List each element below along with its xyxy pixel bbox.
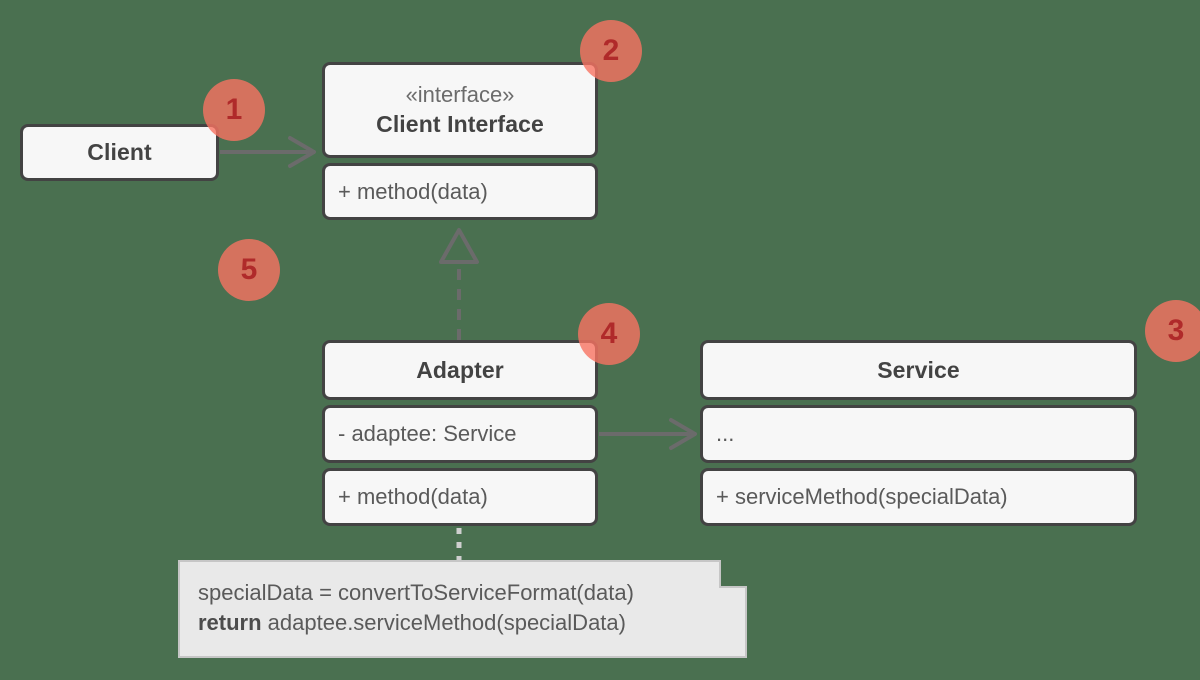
class-client-interface-header: «interface» Client Interface (322, 62, 598, 158)
badge-2-label: 2 (602, 34, 620, 67)
operation-row: + serviceMethod(specialData) (716, 484, 1008, 509)
note-line-1: specialData = convertToServiceFormat(dat… (198, 580, 634, 605)
connector-adapter-implements-interface (439, 228, 479, 340)
class-client-interface-operations: + method(data) (322, 163, 598, 220)
class-adapter[interactable]: Adapter - adaptee: Service + method(data… (322, 340, 598, 526)
class-service-header: Service (700, 340, 1137, 400)
badge-1-label: 1 (225, 93, 243, 126)
class-service[interactable]: Service ... + serviceMethod(specialData) (700, 340, 1137, 526)
badge-1[interactable]: 1 (203, 79, 265, 141)
class-client[interactable]: Client (20, 124, 219, 181)
note-fold-corner-icon (719, 560, 747, 588)
class-client-name: Client (87, 139, 152, 165)
badge-3[interactable]: 3 (1145, 300, 1200, 362)
connector-client-to-interface (220, 136, 316, 168)
class-adapter-operations: + method(data) (322, 468, 598, 526)
connector-adapter-to-service (599, 418, 697, 450)
badge-2[interactable]: 2 (580, 20, 642, 82)
note-line-2-text: adaptee.serviceMethod(specialData) (261, 609, 626, 635)
operation-row: + method(data) (338, 484, 488, 509)
class-adapter-name: Adapter (416, 356, 504, 383)
badge-3-label: 3 (1167, 314, 1185, 347)
class-service-attributes: ... (700, 405, 1137, 463)
attribute-row: ... (716, 421, 735, 446)
class-adapter-attributes: - adaptee: Service (322, 405, 598, 463)
note-adapter-implementation: specialData = convertToServiceFormat(dat… (178, 560, 747, 658)
operation-row: + method(data) (338, 178, 488, 204)
badge-4-label: 4 (600, 317, 618, 350)
class-client-interface[interactable]: «interface» Client Interface + method(da… (322, 62, 598, 220)
badge-5[interactable]: 5 (218, 239, 280, 301)
class-client-interface-name: Client Interface (376, 111, 544, 137)
class-client-header: Client (20, 124, 219, 181)
attribute-row: - adaptee: Service (338, 421, 517, 446)
class-service-name: Service (877, 356, 960, 383)
note-keyword: return (198, 609, 262, 635)
badge-5-label: 5 (240, 253, 258, 286)
note-line-2: return adaptee.serviceMethod(specialData… (198, 608, 727, 638)
badge-4[interactable]: 4 (578, 303, 640, 365)
class-client-interface-stereotype: «interface» (405, 82, 515, 107)
class-service-operations: + serviceMethod(specialData) (700, 468, 1137, 526)
class-adapter-header: Adapter (322, 340, 598, 400)
